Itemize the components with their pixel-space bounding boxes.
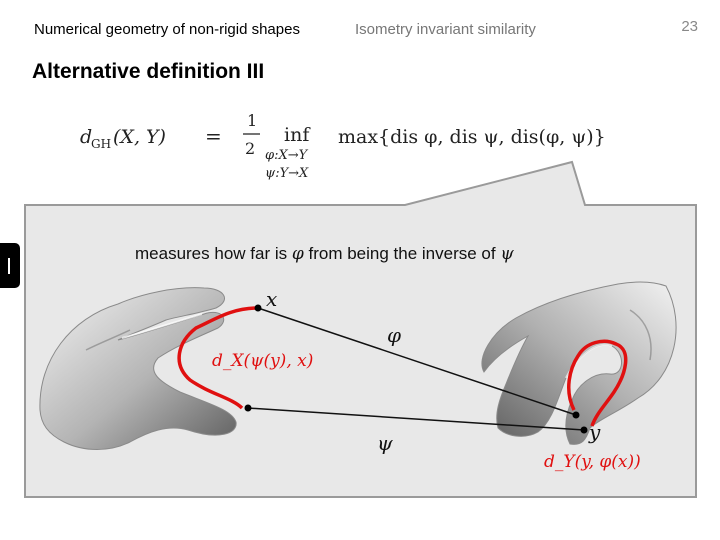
geodesic-curve-left: [177, 306, 259, 410]
hands-illustration: x y φ ψ d_X(ψ(y), x) d_Y(y, φ(x)): [39, 281, 677, 472]
label-x: x: [266, 287, 277, 311]
formula-fraction-denominator: 2: [245, 139, 255, 158]
formula-inf: inf: [284, 124, 311, 146]
formula-lhs-subscript: GH: [91, 137, 111, 151]
formula-inf-subscript-psi: ψ:Y→X: [265, 166, 309, 181]
formula-fraction-numerator: 1: [247, 111, 257, 130]
label-psi: ψ: [377, 431, 393, 455]
point-x: [254, 304, 262, 312]
formula-equals: =: [205, 124, 222, 148]
geodesic-curve-right: [567, 339, 628, 427]
point-psi-y: [244, 404, 252, 412]
psi-symbol: ψ: [500, 244, 514, 264]
caption-text-1: measures how far is: [135, 244, 288, 263]
formula-body: max{dis φ, dis ψ, dis(φ, ψ)}: [338, 126, 606, 148]
formula-lhs: d: [80, 126, 92, 148]
header-course-title: Numerical geometry of non-rigid shapes: [34, 21, 300, 38]
formula-inf-subscript-phi: φ:X→Y: [265, 148, 309, 163]
label-dist-right: d_Y(y, φ(x)): [544, 452, 641, 472]
caption-text-2: from being the inverse of: [308, 244, 496, 263]
gh-distance-formula: d GH (X, Y) = 1 2 inf φ:X→Y ψ:Y→X max{di…: [80, 111, 606, 181]
callout-caption: measures how far is φ from being the inv…: [135, 244, 514, 264]
formula-args: (X, Y): [113, 126, 166, 148]
slide-title: Alternative definition III: [32, 60, 265, 83]
right-hand-shape: [481, 281, 677, 445]
phi-symbol: φ: [291, 244, 304, 264]
header-topic: Isometry invariant similarity: [355, 21, 536, 38]
left-hand-shape: [39, 287, 237, 450]
phi-map-line: [257, 307, 577, 416]
label-dist-left: d_X(ψ(y), x): [212, 351, 313, 371]
side-tab-marker: [0, 243, 20, 288]
label-phi: φ: [387, 323, 401, 347]
label-y: y: [588, 420, 601, 444]
psi-map-line: [247, 407, 585, 431]
point-y: [580, 426, 588, 434]
page-number: 23: [681, 18, 698, 35]
point-phi-x: [572, 411, 580, 419]
